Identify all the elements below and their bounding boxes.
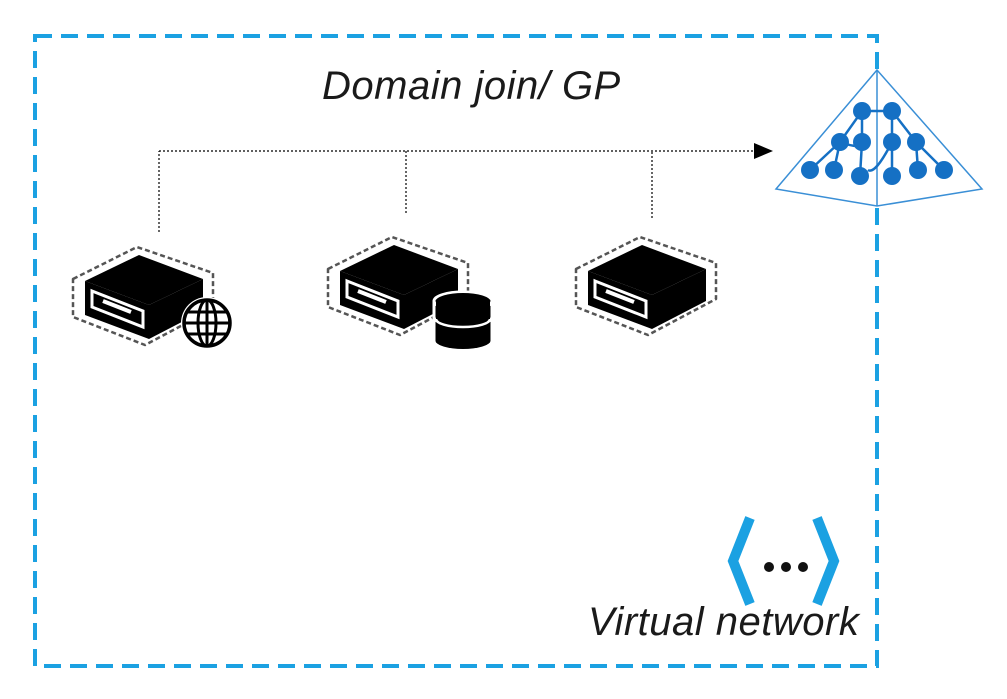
- app-server-icon: [574, 235, 718, 337]
- virtual-network-label: Virtual network: [588, 600, 860, 644]
- db-server-icon: [326, 235, 494, 352]
- connector-arrowhead: [754, 143, 773, 159]
- domain-join-label: Domain join/ GP: [322, 64, 621, 108]
- virtual-network-icon: [727, 516, 840, 606]
- virtual-network-boundary: [33, 34, 879, 668]
- active-directory-icon: [774, 68, 984, 207]
- web-server-icon: [71, 245, 233, 349]
- globe-icon: [181, 297, 233, 349]
- domain-join-connector: [158, 150, 756, 232]
- database-icon: [432, 290, 494, 352]
